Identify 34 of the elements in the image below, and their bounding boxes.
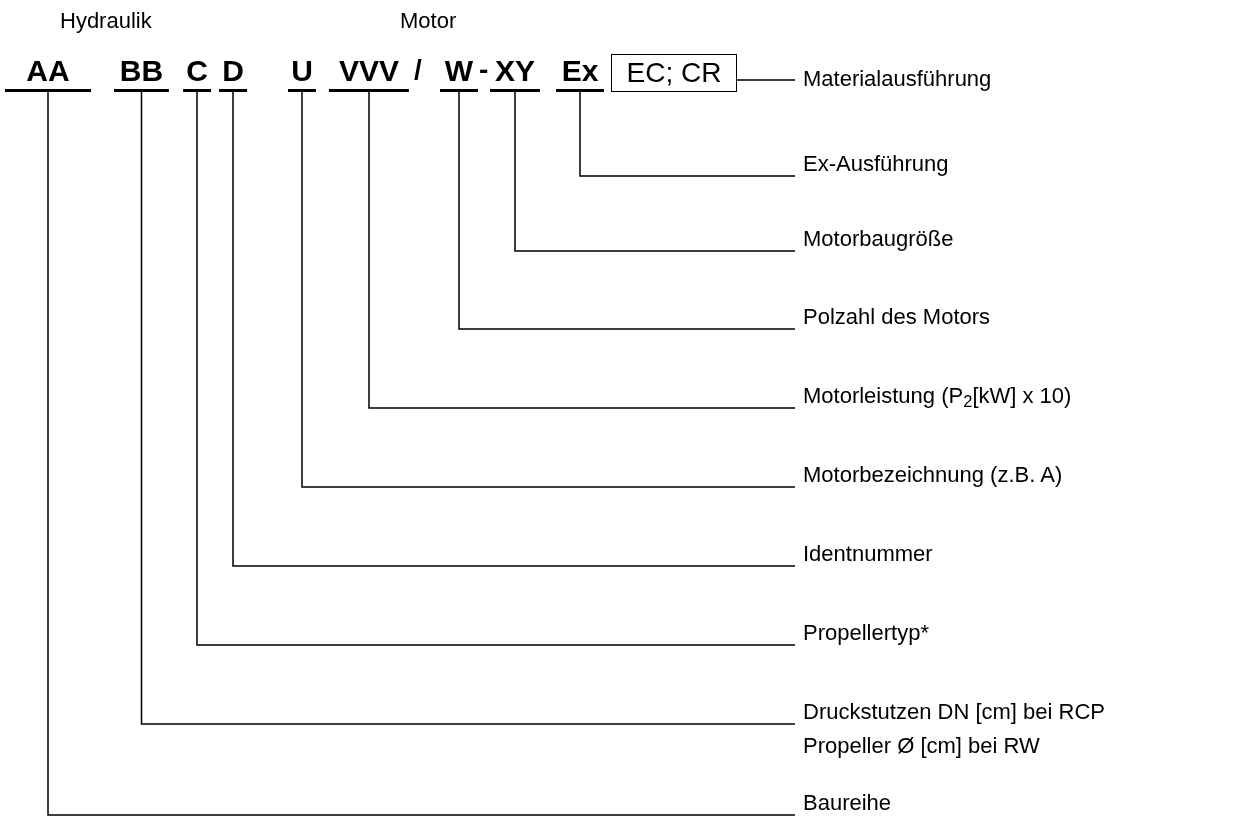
code-segment: W bbox=[440, 52, 478, 92]
description-text: Druckstutzen DN [cm] bei RCP Propeller Ø [cm] bei RW bbox=[803, 695, 1105, 763]
leader-line bbox=[140, 91, 796, 725]
description-text: Polzahl des Motors bbox=[803, 300, 991, 334]
leader-line bbox=[301, 91, 796, 488]
description-text: Propellertyp* bbox=[803, 616, 929, 650]
leader-line bbox=[47, 91, 796, 816]
description-text: Motorbaugröße bbox=[803, 222, 954, 256]
code-segment: Ex bbox=[556, 52, 604, 92]
material-code-box: EC; CR bbox=[611, 54, 737, 92]
group-heading: Hydraulik bbox=[60, 10, 152, 32]
code-segment: AA bbox=[5, 52, 91, 92]
code-segment: BB bbox=[114, 52, 169, 92]
description-text: Motorbezeichnung (z.B. A) bbox=[803, 458, 1063, 492]
description-text: Motorleistung (P$_{2}$[kW] x 10) bbox=[803, 379, 1072, 413]
description-text: Ex-Ausführung bbox=[803, 147, 949, 181]
code-segment: XY bbox=[490, 52, 540, 92]
group-heading: Motor bbox=[400, 10, 457, 32]
leader-line bbox=[196, 91, 796, 646]
leader-line bbox=[368, 91, 796, 409]
code-segment: C bbox=[183, 52, 211, 92]
leader-line bbox=[514, 91, 796, 252]
description-text: Identnummer bbox=[803, 537, 933, 571]
code-segment: U bbox=[288, 52, 316, 92]
leader-line bbox=[232, 91, 796, 567]
description-text: Materialausführung bbox=[803, 62, 992, 96]
separator-symbol: - bbox=[479, 56, 489, 84]
description-text: Baureihe bbox=[803, 786, 892, 820]
code-segment: D bbox=[219, 52, 247, 92]
leader-line bbox=[579, 91, 796, 177]
leader-line bbox=[736, 79, 796, 81]
leader-line bbox=[458, 91, 796, 330]
code-segment: VVV bbox=[329, 52, 409, 92]
separator-symbol: / bbox=[414, 56, 422, 84]
